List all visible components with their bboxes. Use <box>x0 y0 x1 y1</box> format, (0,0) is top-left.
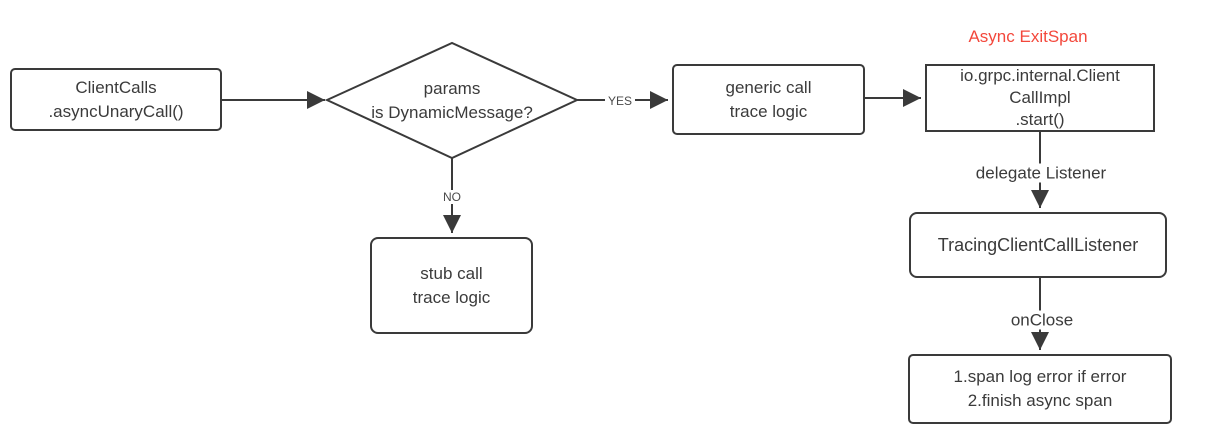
node-grpc-client-call-impl: io.grpc.internal.Client CallImpl .start(… <box>925 64 1155 132</box>
node-client-calls: ClientCalls .asyncUnaryCall() <box>10 68 222 131</box>
node-tracing-client-call-listener: TracingClientCallListener <box>909 212 1167 278</box>
node-stub-call-trace-logic: stub call trace logic <box>370 237 533 334</box>
edge-label-no: NO <box>440 190 464 204</box>
edge-label-on-close: onClose <box>1007 310 1077 330</box>
node-close-actions: 1.span log error if error 2.finish async… <box>908 354 1172 424</box>
async-exitspan-label: Async ExitSpan <box>968 27 1088 46</box>
node-decision-label: params is DynamicMessage? <box>371 78 533 122</box>
edge-label-delegate-listener: delegate Listener <box>972 163 1110 183</box>
node-generic-call-trace-logic: generic call trace logic <box>672 64 865 135</box>
edge-label-yes: YES <box>604 94 636 108</box>
